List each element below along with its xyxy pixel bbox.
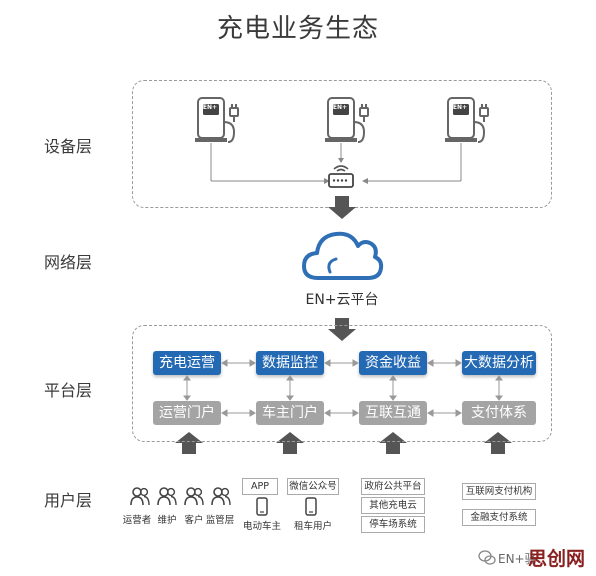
financial-payment-box: 金融支付系统	[462, 509, 536, 526]
layer-label-user: 用户层	[44, 491, 93, 510]
customer-icon	[184, 487, 204, 506]
user-label-maintenance: 维护	[157, 515, 177, 526]
arrow-up-4	[484, 432, 512, 454]
wechat-user-label: 租车用户	[293, 521, 332, 532]
user-label-regulator: 监管层	[205, 515, 235, 526]
arrow-up-2	[276, 432, 304, 454]
arrow-down-2	[328, 318, 356, 341]
regulator-icon	[211, 487, 231, 506]
platform-fund-revenue: 资金收益	[359, 351, 427, 375]
device-layer-diagram	[194, 97, 489, 188]
charger-text-3: EN+	[452, 104, 468, 111]
layer-label-network: 网络层	[44, 253, 93, 272]
wechat-box: 微信公众号	[287, 478, 339, 495]
layer-label-device: 设备层	[44, 137, 93, 156]
watermark-logo: 思创网	[528, 548, 586, 570]
user-person-icons	[130, 487, 231, 506]
internet-payment-box: 互联网支付机构	[462, 483, 536, 500]
page-title: 充电业务生态	[216, 14, 379, 44]
app-user-label: 电动车主	[242, 521, 281, 532]
user-label-customer: 客户	[184, 515, 204, 526]
charger-text-2: EN+	[332, 104, 348, 111]
gov-platform-box: 政府公共平台	[361, 478, 425, 495]
maintenance-icon	[157, 487, 177, 506]
charger-text-1: EN+	[202, 104, 218, 111]
platform-charging-operation: 充电运营	[153, 351, 221, 375]
cloud-icon	[302, 231, 384, 280]
phone-icon-1	[256, 497, 268, 516]
platform-layer-box	[132, 325, 552, 442]
layer-label-platform: 平台层	[44, 381, 93, 400]
platform-payment-system: 支付体系	[462, 401, 536, 425]
operator-icon	[130, 487, 150, 506]
arrow-up-3	[379, 432, 407, 454]
other-cloud-box: 其他充电云	[361, 497, 425, 514]
platform-operator-portal: 运营门户	[153, 401, 221, 425]
parking-system-box: 停车场系统	[361, 516, 425, 533]
arrow-down-1	[328, 196, 356, 219]
platform-data-monitoring: 数据监控	[256, 351, 324, 375]
footer-account: EN+驿	[498, 552, 537, 566]
phone-icons	[256, 497, 317, 516]
cloud-label: EN+云平台	[305, 292, 379, 308]
platform-owner-portal: 车主门户	[256, 401, 324, 425]
platform-interconnection: 互联互通	[359, 401, 427, 425]
wechat-logo-icon	[478, 549, 496, 567]
user-label-operator: 运营者	[122, 515, 152, 526]
phone-icon-2	[305, 497, 317, 516]
app-box: APP	[242, 478, 278, 495]
arrow-up-1	[175, 432, 203, 454]
router-icon	[328, 165, 354, 188]
platform-big-data: 大数据分析	[462, 351, 536, 375]
